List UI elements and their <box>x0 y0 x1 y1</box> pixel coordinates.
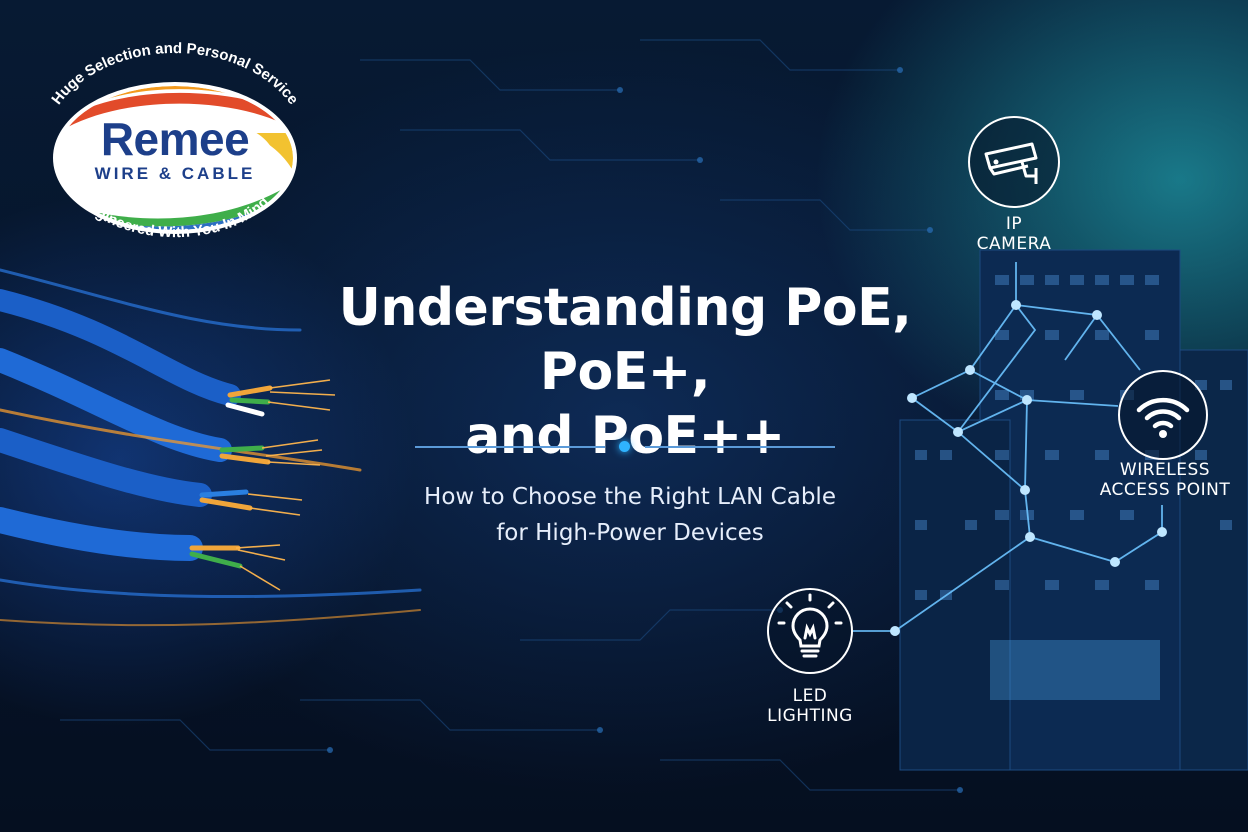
access-point-label: WIRELESS ACCESS POINT <box>1099 460 1231 500</box>
divider-dot-icon <box>619 441 630 452</box>
title-divider <box>415 441 835 453</box>
light-bulb-icon <box>777 593 843 658</box>
wifi-icon <box>1136 397 1190 438</box>
logo-name: Remee <box>100 113 250 165</box>
subtitle-line-2: for High-Power Devices <box>496 520 764 546</box>
led-lighting-label: LED LIGHTING <box>767 686 853 726</box>
security-camera-icon <box>984 142 1038 184</box>
access-point-badge <box>1118 370 1208 460</box>
remee-logo: Huge Selection and Personal Service Engi… <box>30 38 320 248</box>
headline-line-1: Understanding PoE, PoE+, <box>338 278 912 402</box>
page-title: Understanding PoE, PoE+, and PoE++ <box>270 276 980 468</box>
logo-emblem-icon: Huge Selection and Personal Service Engi… <box>48 40 301 241</box>
led-lighting-badge <box>767 588 853 674</box>
subtitle-line-1: How to Choose the Right LAN Cable <box>424 484 836 510</box>
headline-line-2: and PoE++ <box>465 406 785 466</box>
subtitle: How to Choose the Right LAN Cable for Hi… <box>330 479 930 551</box>
ip-camera-badge <box>968 116 1060 208</box>
logo-subname: WIRE & CABLE <box>94 164 256 183</box>
ip-camera-label: IP CAMERA <box>976 214 1052 254</box>
